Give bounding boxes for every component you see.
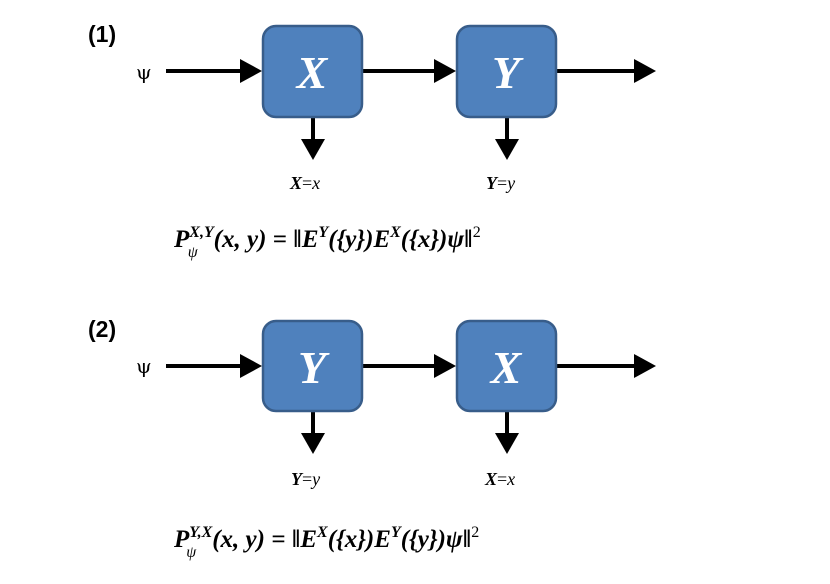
diagram-2-box-2-letter: X xyxy=(489,342,523,393)
diagram-1-input-arrowhead xyxy=(240,59,262,83)
diagram-2-down-arrowhead-2 xyxy=(495,433,519,454)
diagram-2-arrows xyxy=(166,354,656,454)
diagram-2-mid-arrowhead xyxy=(434,354,456,378)
diagram-1-box-2 xyxy=(455,24,558,119)
diagram-1-outcome-2: Y=y xyxy=(486,173,515,193)
diagram-1-mid-arrowhead xyxy=(434,59,456,83)
diagram-2-label: (2) xyxy=(88,316,116,342)
diagram-1-label: (1) xyxy=(88,21,116,47)
diagram-2-box-1-letter: Y xyxy=(298,342,330,393)
diagram-2-outcome-1: Y=y xyxy=(291,469,320,489)
diagram-1-down-arrowhead-1 xyxy=(301,139,325,160)
diagram-2-box-2 xyxy=(455,319,558,413)
diagram-1-input-psi: ψ xyxy=(136,60,152,84)
diagram-1-box-1 xyxy=(261,24,364,119)
diagram-2-box-1 xyxy=(261,319,364,413)
diagram-1-output-arrowhead xyxy=(634,59,656,83)
diagram-2-input-arrowhead xyxy=(240,354,262,378)
diagram-1-down-arrowhead-2 xyxy=(495,139,519,160)
diagram-1-outcome-1: X=x xyxy=(289,173,320,193)
diagram-2-output-arrowhead xyxy=(634,354,656,378)
diagram-2-down-arrowhead-1 xyxy=(301,433,325,454)
diagram-1-box-1-letter: X xyxy=(295,47,329,98)
diagram-1-box-2-letter: Y xyxy=(492,47,524,98)
diagram-1-arrows xyxy=(166,59,656,160)
diagram-2-outcome-2: X=x xyxy=(484,469,515,489)
diagram-2-input-psi: ψ xyxy=(136,354,152,378)
